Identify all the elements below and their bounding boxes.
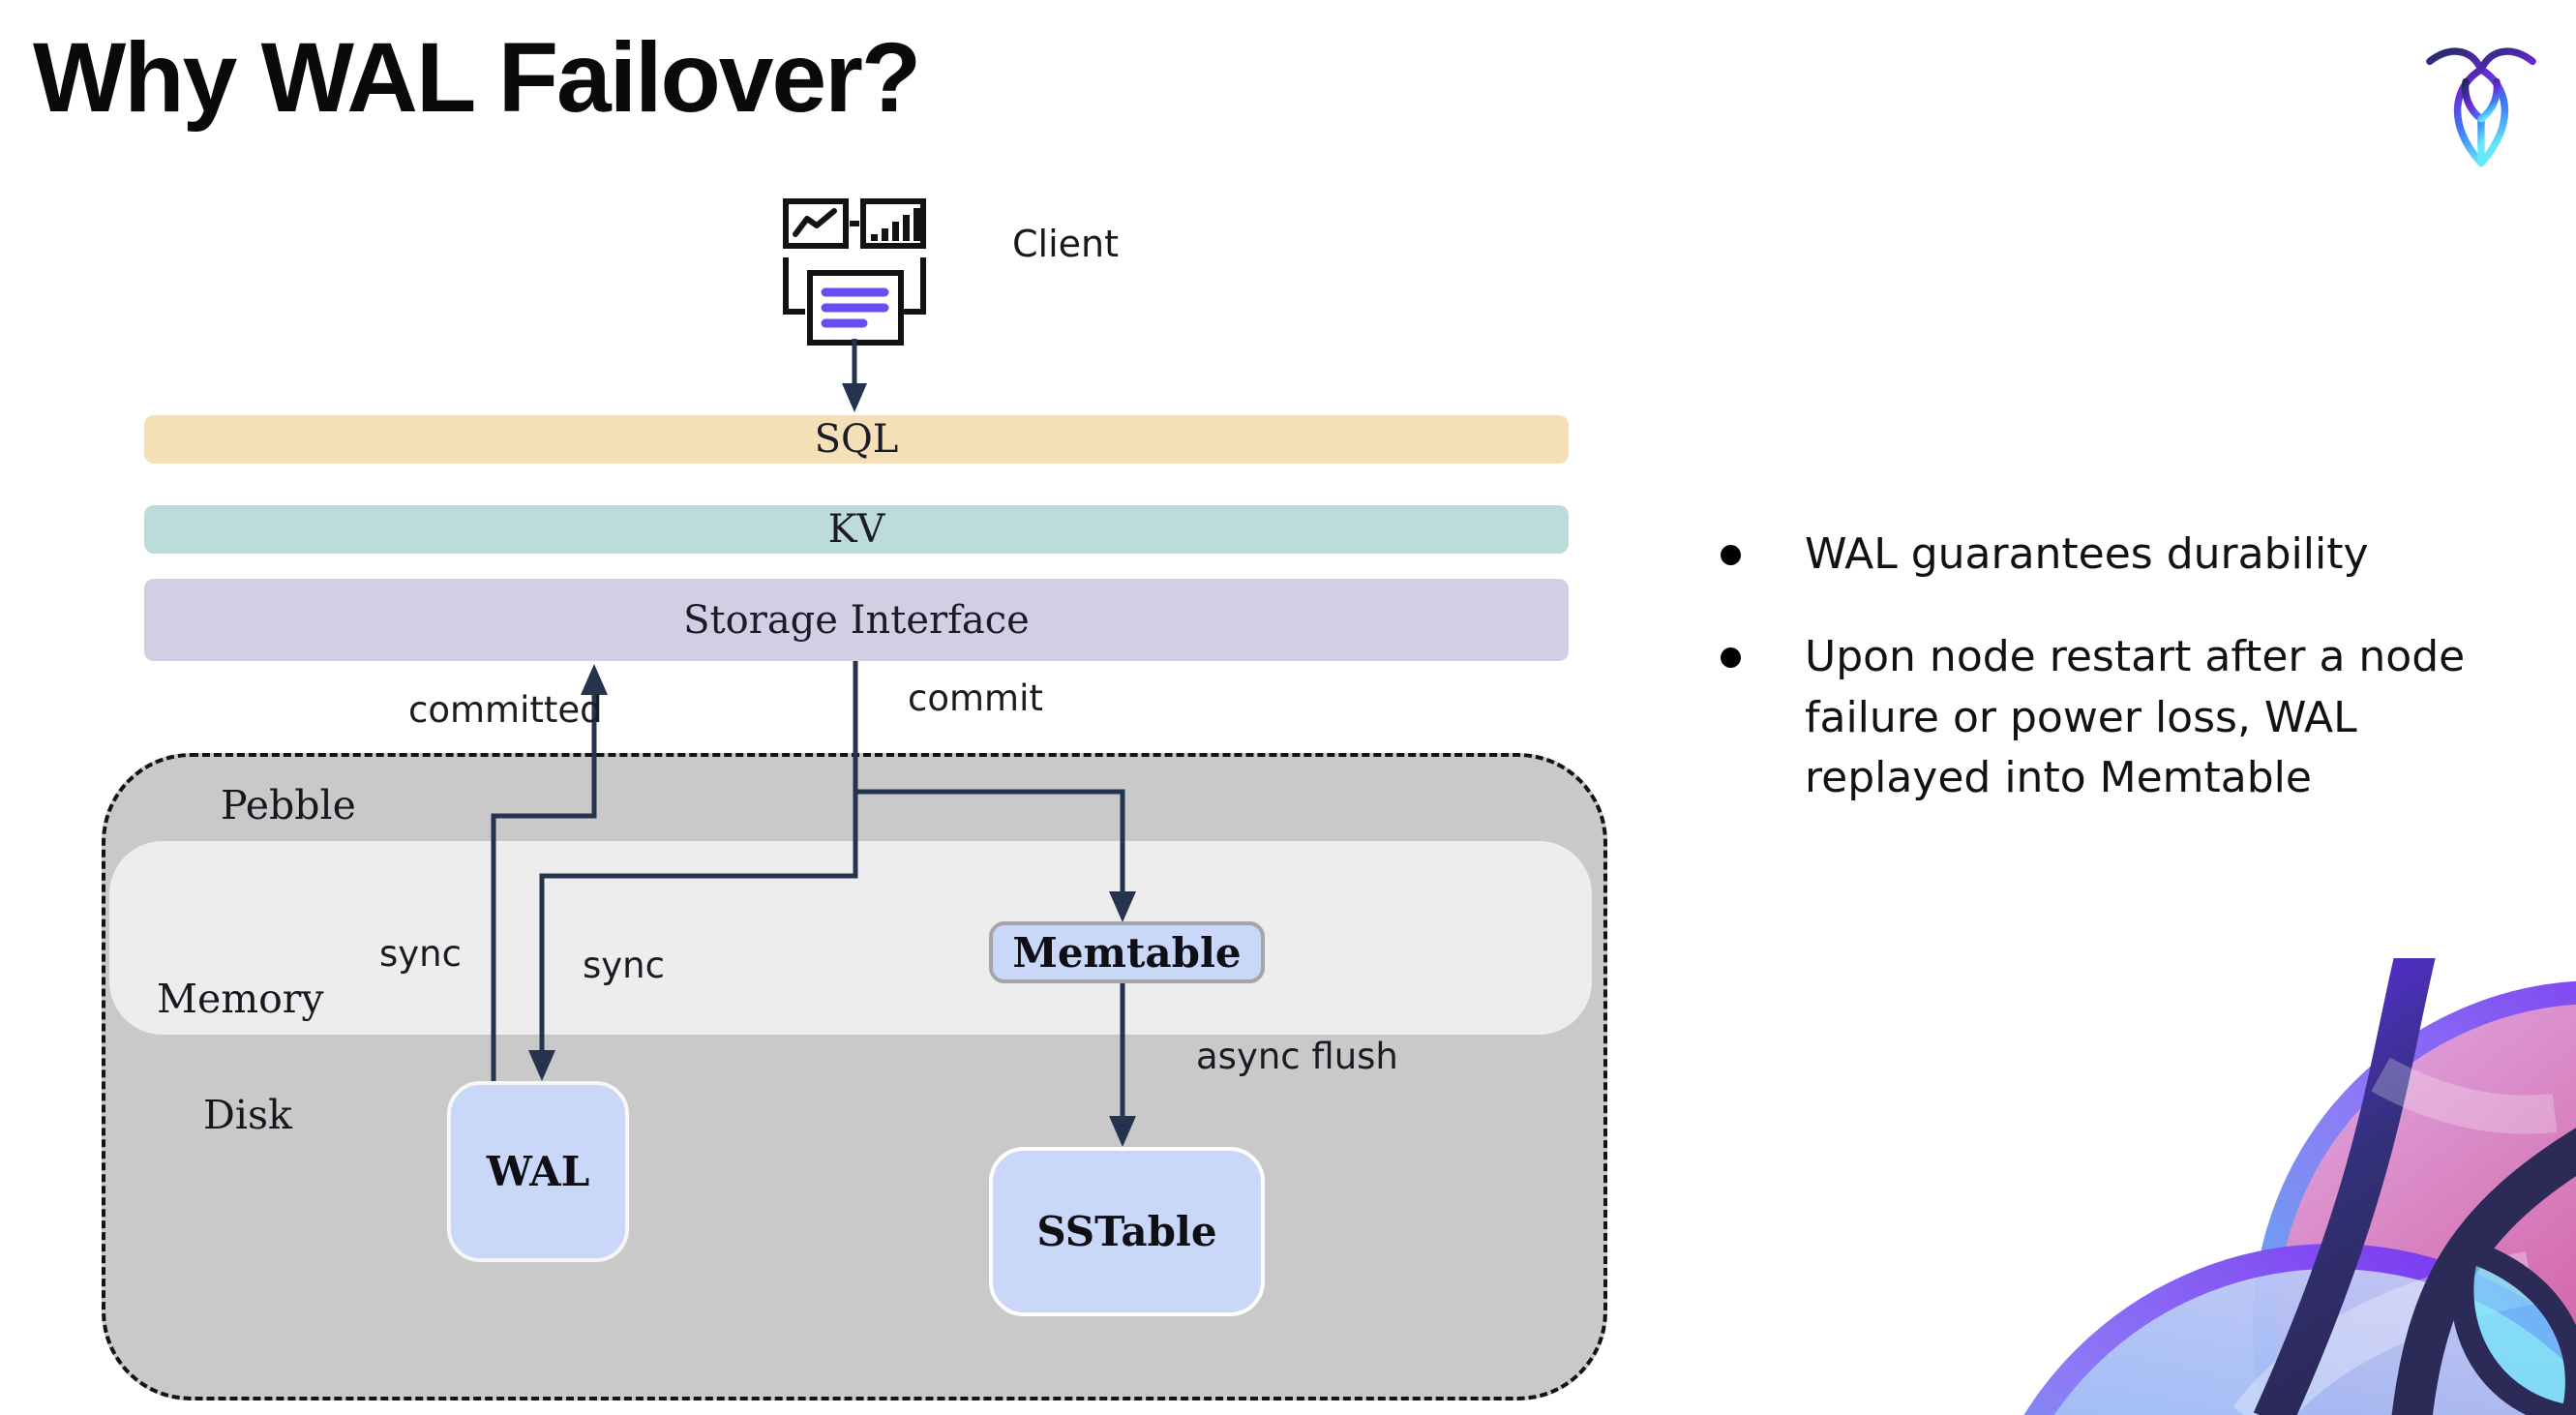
edge-label-commit: commit: [908, 677, 1043, 719]
client-label: Client: [1012, 223, 1120, 265]
bullet-dot: [1721, 647, 1741, 669]
bullet-item: Upon node restart after a node failure o…: [1695, 627, 2576, 808]
node-wal: WAL: [447, 1081, 629, 1262]
layer-sql-label: SQL: [814, 417, 899, 462]
brand-petal-art: [2023, 958, 2576, 1415]
layer-sql: SQL: [144, 415, 1569, 464]
disk-label: Disk: [203, 1092, 292, 1138]
bullet-dot: [1721, 545, 1741, 565]
layer-storage-label: Storage Interface: [683, 597, 1030, 643]
layer-kv-label: KV: [827, 507, 885, 552]
memory-label: Memory: [157, 976, 324, 1022]
edge-label-async-flush: async flush: [1196, 1036, 1398, 1077]
memory-band: [109, 841, 1592, 1035]
edge-label-sync-left: sync: [379, 933, 462, 975]
client-workload-icon: [783, 198, 926, 346]
node-sstable: SSTable: [989, 1147, 1265, 1316]
bullet-list: WAL guarantees durability Upon node rest…: [1695, 525, 2576, 852]
edge-label-committed: committed: [408, 689, 603, 731]
bullet-item: WAL guarantees durability: [1695, 525, 2576, 585]
edge-label-sync-right: sync: [583, 945, 665, 986]
cockroachdb-logo-icon: [2426, 47, 2536, 167]
bullet-text: WAL guarantees durability: [1805, 529, 2369, 579]
node-memtable-label: Memtable: [1012, 928, 1242, 977]
node-wal-label: WAL: [486, 1148, 590, 1195]
node-memtable: Memtable: [989, 921, 1265, 983]
page-title: Why WAL Failover?: [33, 22, 921, 133]
node-sstable-label: SSTable: [1036, 1208, 1217, 1255]
bullet-text: Upon node restart after a node failure o…: [1805, 632, 2466, 803]
layer-storage-interface: Storage Interface: [144, 579, 1569, 661]
layer-kv: KV: [144, 505, 1569, 554]
pebble-label: Pebble: [221, 782, 356, 828]
